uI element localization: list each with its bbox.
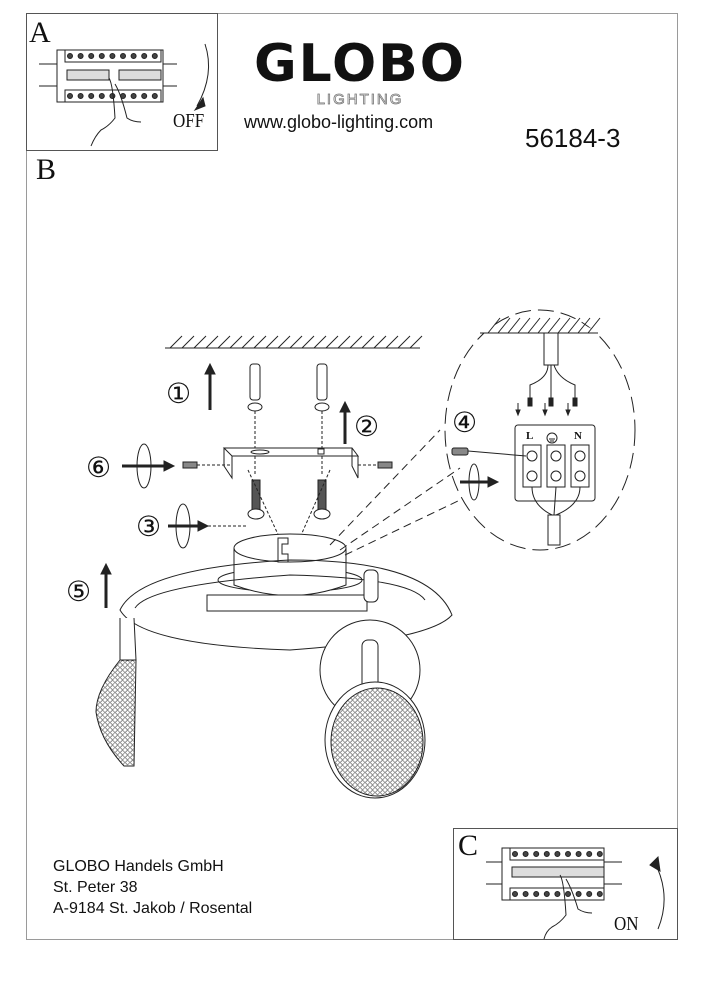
spiral-arm [119, 559, 453, 651]
breaker-on-illustration [486, 847, 665, 939]
model-number: 56184-3 [525, 123, 621, 153]
wall-plug-left [249, 363, 261, 401]
company-address: GLOBO Handels GmbH St. Peter 38 A-9184 S… [53, 856, 252, 919]
wall-plug-right [316, 363, 328, 401]
terminal-label-n: N [574, 430, 582, 442]
screw-left [251, 479, 261, 511]
mounting-bracket [222, 447, 359, 457]
address-city: A-9184 St. Jakob / Rosental [53, 900, 253, 917]
panel-a-letter: A [29, 16, 51, 49]
spotlight-right [330, 687, 424, 797]
step-5: ⑤ [66, 575, 92, 608]
company-name: GLOBO Handels GmbH [53, 858, 224, 875]
brand-subtitle: LIGHTING [316, 91, 404, 108]
step-4: ④ [452, 406, 478, 439]
panel-c-letter: C [458, 829, 479, 862]
brand-name: GLOBO [253, 34, 466, 94]
off-label: OFF [173, 110, 205, 132]
earth-ground-icon [546, 432, 558, 444]
panel-c-switch-on: C ON [453, 828, 678, 940]
step-1: ① [166, 377, 192, 410]
screwdriver-icon [451, 447, 469, 456]
spotlight-left [95, 659, 137, 767]
breaker-off-illustration [39, 43, 210, 147]
detail-callout [444, 309, 636, 551]
step-6: ⑥ [86, 451, 112, 484]
address-street: St. Peter 38 [53, 879, 138, 896]
side-screw-right [377, 461, 393, 469]
step-2: ② [354, 410, 380, 443]
side-screw-left [182, 461, 198, 469]
panel-a-switch-off: A OFF [26, 13, 218, 151]
step-3: ③ [136, 510, 162, 543]
page-frame [26, 13, 678, 940]
panel-b-letter: B [36, 153, 57, 186]
terminal-label-l: L [526, 430, 534, 442]
website-url: www.globo-lighting.com [244, 112, 434, 132]
on-label: ON [614, 913, 639, 935]
globo-logo: GLOBO LIGHTING [240, 38, 480, 107]
